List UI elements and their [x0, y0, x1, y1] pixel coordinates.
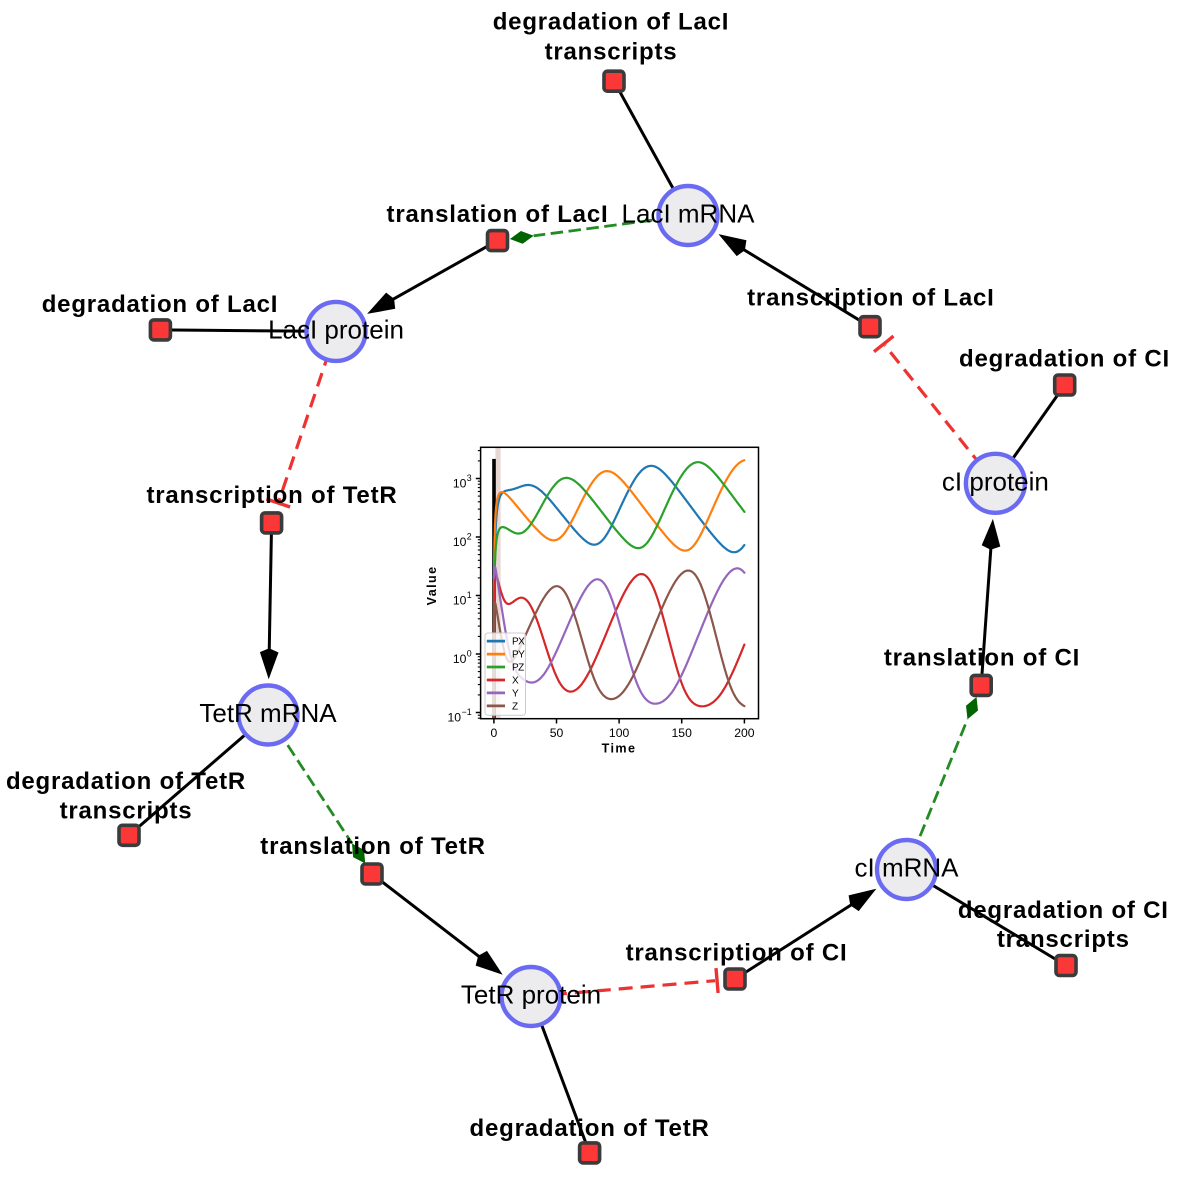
svg-text:10: 10 — [453, 535, 467, 549]
svg-text:PX: PX — [512, 637, 525, 648]
svg-text:degradation of TetR: degradation of TetR — [470, 1115, 710, 1142]
svg-text:10: 10 — [448, 710, 462, 724]
svg-text:Z: Z — [512, 701, 518, 712]
svg-text:degradation of LacI: degradation of LacI — [42, 291, 279, 318]
svg-text:transcription of LacI: transcription of LacI — [747, 285, 995, 312]
svg-text:50: 50 — [550, 726, 564, 740]
svg-text:10: 10 — [453, 476, 467, 490]
svg-text:Y: Y — [512, 688, 519, 699]
svg-text:200: 200 — [734, 726, 755, 740]
svg-text:10: 10 — [453, 652, 467, 666]
svg-text:X: X — [512, 676, 519, 687]
svg-text:transcripts: transcripts — [997, 926, 1130, 953]
svg-text:PY: PY — [512, 650, 525, 661]
svg-text:translation of LacI: translation of LacI — [387, 201, 609, 228]
svg-text:TetR mRNA: TetR mRNA — [199, 698, 337, 728]
svg-text:Time: Time — [602, 742, 637, 756]
svg-text:transcription of CI: transcription of CI — [626, 939, 848, 966]
svg-text:1: 1 — [467, 590, 472, 600]
svg-text:TetR protein: TetR protein — [461, 980, 601, 1010]
svg-text:cI mRNA: cI mRNA — [855, 853, 960, 883]
svg-text:degradation of TetR: degradation of TetR — [6, 768, 246, 795]
svg-text:−1: −1 — [462, 707, 472, 717]
svg-text:150: 150 — [672, 726, 693, 740]
svg-text:LacI mRNA: LacI mRNA — [622, 199, 756, 229]
svg-text:degradation of LacI: degradation of LacI — [493, 9, 730, 36]
svg-text:3: 3 — [467, 473, 472, 483]
svg-text:degradation of CI: degradation of CI — [958, 897, 1169, 924]
svg-text:translation of TetR: translation of TetR — [260, 833, 485, 860]
svg-text:transcription of TetR: transcription of TetR — [146, 482, 397, 509]
svg-text:Value: Value — [425, 565, 439, 605]
svg-text:transcripts: transcripts — [60, 798, 193, 825]
svg-text:cI protein: cI protein — [942, 467, 1049, 497]
svg-text:0: 0 — [467, 649, 472, 659]
svg-text:100: 100 — [609, 726, 630, 740]
svg-text:2: 2 — [467, 532, 472, 542]
svg-text:LacI protein: LacI protein — [268, 315, 404, 345]
svg-text:PZ: PZ — [512, 663, 524, 674]
svg-text:0: 0 — [491, 726, 498, 740]
svg-text:translation of CI: translation of CI — [884, 645, 1080, 672]
svg-text:10: 10 — [453, 593, 467, 607]
svg-text:degradation of CI: degradation of CI — [959, 346, 1170, 373]
svg-text:transcripts: transcripts — [545, 38, 678, 65]
